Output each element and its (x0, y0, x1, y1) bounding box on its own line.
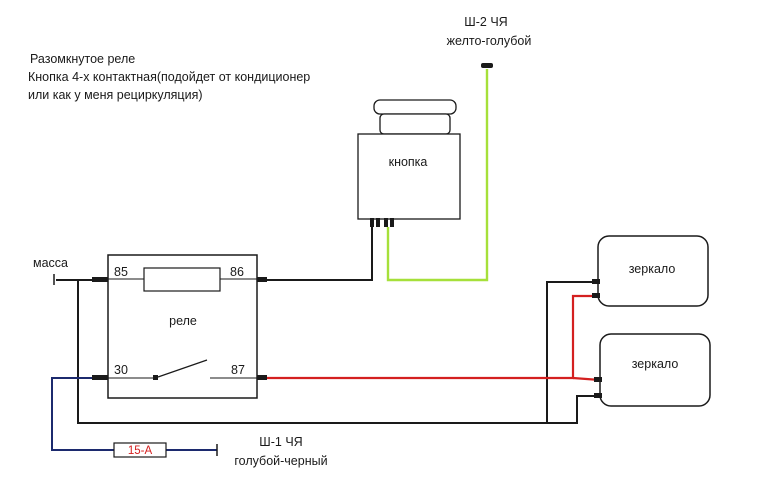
wire-relay86-to-button (266, 227, 373, 281)
wire-blue-black (51, 377, 114, 451)
relay-component: 85 86 реле 30 87 (92, 254, 267, 399)
fuse-label: 15-А (128, 445, 153, 457)
relay-pin-87-label: 87 (231, 363, 245, 377)
note-line-2: Кнопка 4-х контактная(подойдет от кондиц… (28, 70, 310, 84)
relay-label: реле (169, 314, 197, 328)
fuse-body (113, 442, 167, 458)
button-cap-base (379, 113, 451, 135)
button-label: кнопка (389, 155, 428, 169)
mirror-top-body (597, 235, 709, 307)
relay-terminal-87 (257, 375, 267, 380)
mirror-bottom-label: зеркало (632, 357, 679, 371)
wire-red-mirror-top (267, 294, 600, 380)
button-pin-3 (384, 218, 388, 227)
wire-ground-mirror-top (546, 281, 600, 423)
mirror-bottom-body (599, 333, 711, 407)
mirror-top: зеркало (592, 235, 709, 307)
button-component: кнопка (357, 99, 461, 227)
button-pin-2 (376, 218, 380, 227)
button-pin-1 (370, 218, 374, 227)
mirror-bottom: зеркало (594, 333, 711, 407)
wire-yellow-blue (386, 69, 489, 282)
mirror-top-pin-power (592, 293, 600, 298)
connector-bottom-wire-label: голубой-черный (234, 454, 327, 468)
button-pin-4 (390, 218, 394, 227)
relay-switch-blade (157, 359, 208, 378)
mirror-bottom-pin-power (594, 377, 602, 382)
note-line-3: или как у меня рециркуляция) (28, 88, 203, 102)
relay-switch-pivot (153, 375, 158, 380)
button-cap-top (373, 99, 457, 115)
connector-top-name: Ш-2 ЧЯ (464, 15, 507, 29)
relay-terminal-30 (92, 375, 108, 380)
relay-terminal-86 (257, 277, 267, 282)
relay-pin-30-label: 30 (114, 363, 128, 377)
button-body (357, 133, 461, 220)
relay-pin-86-label: 86 (230, 265, 244, 279)
relay-pin-85-label: 85 (114, 265, 128, 279)
relay-coil (143, 267, 221, 292)
wire-ground-mirror-bottom (77, 280, 600, 424)
mirror-top-label: зеркало (629, 262, 676, 276)
note-line-1: Разомкнутое реле (30, 52, 135, 66)
relay-terminal-85 (92, 277, 108, 282)
mirror-top-pin-ground (592, 279, 600, 284)
ground-label: масса (33, 256, 68, 270)
connector-top-wire-label: желто-голубой (447, 34, 532, 48)
connector-bottom-name: Ш-1 ЧЯ (259, 435, 302, 449)
mirror-bottom-pin-ground (594, 393, 602, 398)
connector-top-pin (481, 63, 493, 68)
